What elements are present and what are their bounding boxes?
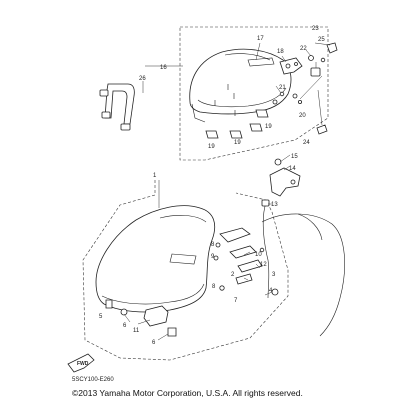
callout-6b: 6 — [152, 340, 156, 346]
rider-seat — [95, 205, 216, 313]
frame-rail — [297, 213, 323, 241]
fwd-label: FWD — [77, 361, 89, 367]
callout-14: 14 — [289, 166, 296, 172]
damper-pads — [205, 109, 269, 139]
callout-9: 9 — [211, 254, 215, 260]
passenger-seat — [189, 48, 292, 123]
callout-22: 22 — [300, 46, 307, 52]
callout-10: 10 — [255, 252, 262, 258]
seat-small-fasteners — [272, 91, 328, 135]
callout-3: 3 — [272, 272, 276, 278]
callout-12: 12 — [260, 262, 267, 268]
callout-1: 1 — [153, 173, 157, 179]
lower-leader-lines — [123, 154, 291, 341]
seat-lock-parts — [308, 42, 338, 77]
callout-16: 16 — [160, 65, 167, 71]
callout-26: 26 — [139, 76, 146, 82]
callout-4: 4 — [269, 288, 273, 294]
callout-23: 23 — [312, 26, 319, 32]
callout-13: 13 — [271, 202, 278, 208]
seat-cable — [262, 202, 270, 299]
seat-screws — [214, 84, 236, 116]
copyright-notice: ©2013 Yamaha Motor Corporation, U.S.A. A… — [72, 388, 303, 398]
callout-19b: 19 — [234, 140, 241, 146]
callout-numbers: 1 2 3 4 5 6 6 7 8 8 9 10 11 12 13 14 15 … — [99, 26, 325, 346]
callout-8: 8 — [211, 242, 215, 248]
seat-mount-brackets — [213, 227, 265, 291]
upper-leader-lines — [142, 42, 331, 126]
callout-5: 5 — [99, 314, 103, 320]
seat-rear-bracket — [269, 158, 301, 197]
callout-24: 24 — [303, 140, 310, 146]
fwd-arrow-icon: FWD — [67, 353, 95, 373]
rider-seat-group-outline — [82, 180, 289, 361]
callout-15: 15 — [291, 154, 298, 160]
cable-end — [261, 199, 270, 207]
cable-bolt — [271, 288, 279, 296]
callout-11: 11 — [133, 328, 140, 334]
callout-25: 25 — [318, 37, 325, 43]
seat-lower-fasteners — [105, 299, 177, 337]
callout-2: 2 — [231, 272, 235, 278]
grab-bar — [99, 83, 135, 131]
reference-code: 5SCY100-E260 — [72, 377, 114, 383]
callout-17: 17 — [257, 36, 264, 42]
callout-7: 7 — [234, 298, 238, 304]
passenger-seat-group-outline — [179, 26, 329, 161]
seat-bracket — [279, 57, 303, 75]
callout-21: 21 — [279, 85, 286, 91]
callout-8b: 8 — [212, 284, 216, 290]
callout-6: 6 — [123, 323, 127, 329]
callout-20: 20 — [299, 113, 306, 119]
callout-19: 19 — [208, 144, 215, 150]
callout-19c: 19 — [265, 124, 272, 130]
callout-18: 18 — [277, 49, 284, 55]
